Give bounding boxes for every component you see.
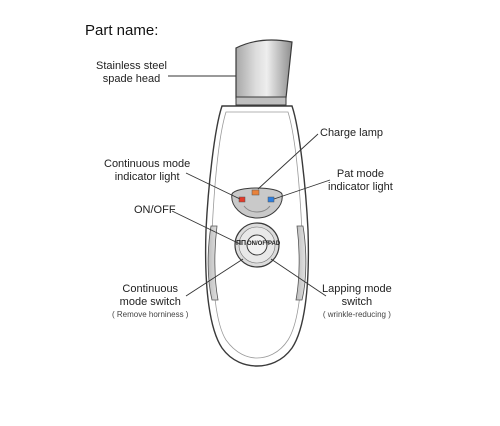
continuous-indicator-light [238, 196, 246, 203]
body-inner-outline [211, 111, 303, 359]
spade-head [235, 39, 293, 99]
leader-lines [168, 75, 331, 297]
continuous-button-label: ΠΠ [236, 240, 247, 247]
pad-button-label: PAD [268, 241, 281, 247]
right-side-grip [295, 225, 307, 301]
label-pat-indicator: Pat mode indicator light [328, 168, 393, 193]
pat-indicator-light [267, 196, 275, 203]
label-continuous-indicator: Continuous mode indicator light [104, 158, 191, 183]
label-on-off: ON/OFF [134, 204, 176, 216]
indicator-panel [231, 187, 283, 219]
diagram-title: Part name: [85, 22, 159, 39]
label-lapping-switch: Lapping mode switch ( wrinkle-reducing ) [322, 283, 392, 320]
on-off-button-label: ON/OFF [247, 241, 270, 247]
head-collar [235, 96, 287, 106]
left-side-grip [207, 225, 219, 301]
label-continuous-switch: Continuous mode switch ( Remove hornines… [112, 283, 189, 320]
charge-lamp-light [251, 189, 260, 196]
center-button [246, 234, 268, 256]
label-charge-lamp: Charge lamp [320, 127, 383, 139]
label-spade-head: Stainless steel spade head [96, 60, 167, 85]
